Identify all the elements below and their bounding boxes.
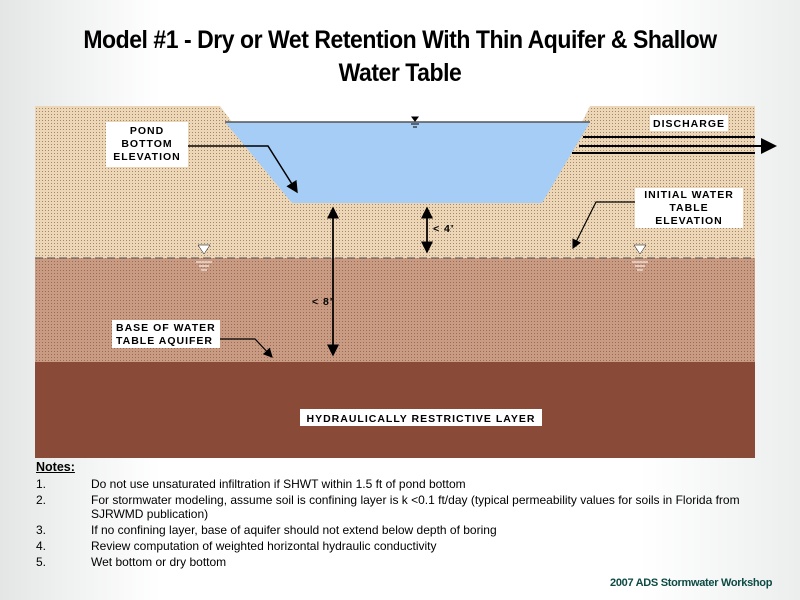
- note-item: 1.Do not use unsaturated infiltration if…: [36, 477, 466, 491]
- note-item: 2.For stormwater modeling, assume soil i…: [36, 493, 740, 521]
- water-table-icon: [632, 244, 648, 271]
- notes-heading: Notes:: [36, 460, 75, 474]
- note-item: 5.Wet bottom or dry bottom: [36, 555, 227, 569]
- footer-text: 2007 ADS Stormwater Workshop: [610, 577, 773, 589]
- water-level-icon: [411, 116, 419, 128]
- note-item: 3.If no confining layer, base of aquifer…: [36, 523, 497, 537]
- note-item: 4.Review computation of weighted horizon…: [36, 539, 437, 553]
- restrictive-layer-label: HYDRAULICALLY RESTRICTIVE LAYER: [307, 413, 536, 425]
- discharge-pipe: [572, 136, 777, 154]
- discharge-label: DISCHARGE: [653, 118, 725, 130]
- water-table-icon: [196, 244, 212, 271]
- pond-water: [225, 122, 590, 203]
- depth-label-8ft: < 8': [312, 296, 333, 308]
- notes-section: Notes: 1.Do not use unsaturated infiltra…: [36, 460, 776, 571]
- depth-label-4ft: < 4': [433, 223, 454, 235]
- slide-title: Model #1 - Dry or Wet Retention With Thi…: [83, 26, 717, 87]
